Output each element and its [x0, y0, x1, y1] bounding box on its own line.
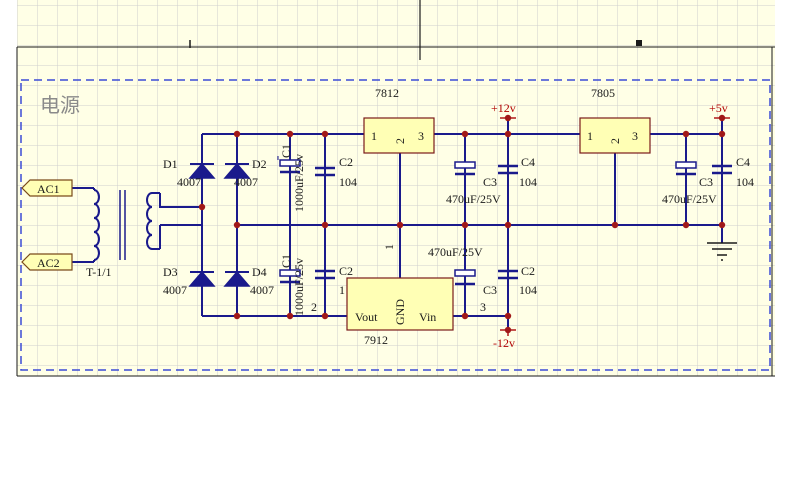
cap-c2-top-ref: C2	[339, 155, 353, 169]
regulator-7912-pin2: 2	[311, 300, 317, 314]
cap-c4-12-value: 104	[519, 175, 537, 189]
port-ac2-label: AC2	[37, 256, 60, 270]
rail-pos12-label: +12v	[491, 101, 516, 115]
cap-c4-12-ref: C4	[521, 155, 535, 169]
regulator-7812-pin2: 2	[393, 138, 407, 144]
cap-c3-neg	[454, 269, 476, 286]
cap-c3-5	[675, 161, 697, 176]
regulator-7812-pin3: 3	[418, 129, 424, 143]
regulator-7912-vin: Vin	[419, 310, 436, 324]
cap-c1-top-value: 1000uF/25v	[292, 154, 306, 212]
regulator-7805-pin1: 1	[587, 129, 593, 143]
regulator-7912-vout: Vout	[355, 310, 378, 324]
regulator-7805-pin3: 3	[632, 129, 638, 143]
regulator-7912: Vout GND Vin	[346, 277, 454, 331]
cap-c1-bot-value: 1000uF/25v	[292, 258, 306, 316]
cap-c4-5-ref: C4	[736, 155, 750, 169]
regulator-7812-pin1: 1	[371, 129, 377, 143]
diode-d1-ref: D1	[163, 157, 178, 171]
diode-d3-ref: D3	[163, 265, 178, 279]
cap-c3-12-value: 470uF/25V	[446, 192, 501, 206]
cap-c3-5-value: 470uF/25V	[662, 192, 717, 206]
diode-d1-part: 4007	[177, 175, 201, 189]
regulator-7912-name: 7912	[364, 333, 388, 347]
diode-d1	[188, 162, 216, 179]
cap-c2-neg	[498, 269, 518, 280]
cap-c3-12	[454, 161, 476, 176]
cap-c4-12	[498, 164, 518, 175]
cap-c1-bot-ref: C1	[279, 254, 293, 268]
diode-d3-part: 4007	[163, 283, 187, 297]
port-ac1-label: AC1	[37, 182, 60, 196]
diode-d2-part: 4007	[234, 175, 258, 189]
ground-symbol	[707, 242, 737, 261]
cap-c3-5-ref: C3	[699, 175, 713, 189]
junctions	[198, 114, 726, 334]
regulator-7912-pin1: 1	[382, 244, 396, 250]
port-ac1: AC1	[21, 179, 73, 197]
regulator-7812: 1 2 3	[363, 117, 435, 154]
cap-c3-neg-value: 470uF/25V	[428, 245, 483, 259]
sheet-title: 电源	[40, 93, 80, 117]
regulator-7912-gnd: GND	[393, 299, 407, 325]
cap-c3-12-ref: C3	[483, 175, 497, 189]
regulator-7812-name: 7812	[375, 86, 399, 100]
port-ac2: AC2	[21, 253, 73, 271]
diode-d4-part: 4007	[250, 283, 274, 297]
diode-d3	[188, 270, 216, 287]
cap-c2-top	[315, 166, 335, 177]
cap-c2-bot	[315, 269, 335, 280]
cap-c2-bot-ref: C2	[339, 264, 353, 278]
cap-c2-bot-value: 1	[339, 283, 345, 297]
transformer-label: T-1/1	[86, 265, 112, 279]
regulator-7805-pin2: 2	[608, 138, 622, 144]
diode-d2	[223, 162, 251, 179]
cap-c1-bot	[279, 269, 301, 284]
cap-c1-top	[277, 156, 301, 174]
regulator-7805: 1 2 3	[579, 117, 651, 154]
cap-c2-neg-value: 104	[519, 283, 537, 297]
rail-pos5-label: +5v	[709, 101, 728, 115]
sheet-marker	[636, 40, 642, 46]
cap-c4-5	[712, 164, 732, 175]
cap-c3-neg-ref: C3	[483, 283, 497, 297]
cap-c2-top-value: 104	[339, 175, 357, 189]
transformer	[93, 188, 161, 262]
cap-c1-top-ref: C1	[279, 144, 293, 158]
cap-c4-5-value: 104	[736, 175, 754, 189]
cap-c2-neg-ref: C2	[521, 264, 535, 278]
diode-d4	[223, 270, 251, 287]
regulator-7912-pin3: 3	[480, 300, 486, 314]
regulator-7805-name: 7805	[591, 86, 615, 100]
diode-d4-ref: D4	[252, 265, 267, 279]
rail-neg12-label: -12v	[493, 336, 515, 350]
diode-d2-ref: D2	[252, 157, 267, 171]
